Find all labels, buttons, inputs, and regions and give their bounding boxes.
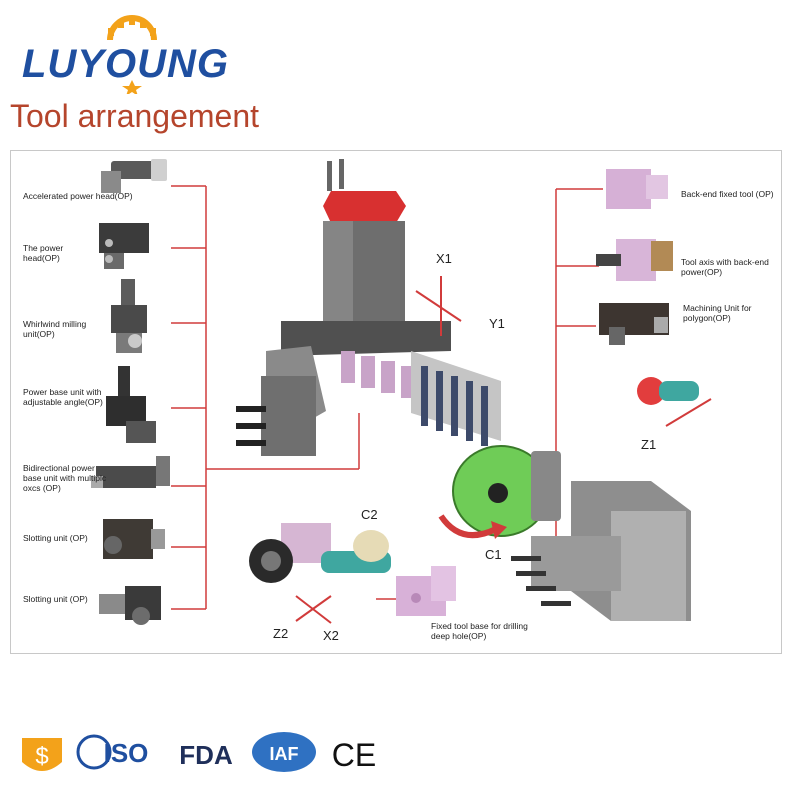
machine-illustration (91, 159, 712, 625)
main-spindle-assembly (236, 159, 451, 456)
dollar-shield-icon: $ (22, 738, 62, 771)
axis-label-z2: Z2 (273, 626, 289, 641)
label-fixed-tool-base-deep-hole: Fixed tool base for drilling deep hole(O… (431, 621, 528, 641)
axis-label-x1: X1 (436, 251, 452, 266)
left-tool-thumbnails (91, 159, 170, 625)
axis-arrows (295, 276, 712, 624)
certification-logos: $ ISO FDA IAF CE (18, 730, 378, 780)
label-power-base-unit: Power base unit with adjustable angle(OP… (23, 387, 103, 407)
label-bidirectional-power-base: Bidirectional power base unit with multi… (23, 463, 107, 493)
certification-icons: $ ISO FDA IAF CE (22, 732, 376, 773)
c1-rotation-arrow (438, 514, 498, 539)
ce-icon: CE (332, 737, 376, 773)
axis-label-c1: C1 (485, 547, 502, 562)
axis-label-c2: C2 (361, 507, 378, 522)
axis-label-x2: X2 (323, 628, 339, 643)
label-slotting-unit-1: Slotting unit (OP) (23, 533, 88, 543)
lower-sub-assembly (249, 523, 391, 583)
label-tool-axis-back-end-power: Tool axis with back-end power(OP) (681, 257, 769, 277)
svg-text:ISO: ISO (104, 738, 149, 768)
tool-arrangement-diagram: Accelerated power head(OP) The power hea… (10, 150, 782, 654)
main-chuck (452, 445, 561, 537)
axis-label-y1: Y1 (489, 316, 505, 331)
label-accelerated-power-head: Accelerated power head(OP) (23, 191, 133, 201)
label-back-end-fixed-tool: Back-end fixed tool (OP) (681, 189, 774, 199)
label-whirlwind-milling-unit: Whirlwind milling unit(OP) (23, 319, 87, 339)
axis-label-z1: Z1 (641, 437, 657, 452)
deep-hole-tool-base (396, 566, 456, 616)
gang-tool-block (411, 351, 501, 446)
iso-icon: ISO (76, 734, 149, 770)
left-leader-lines (171, 185, 360, 610)
fda-icon: FDA (179, 740, 233, 770)
brand-logo: LUYOUNG (14, 14, 244, 94)
logo-text: LUYOUNG (22, 42, 229, 86)
right-tool-thumbnails (596, 169, 699, 405)
label-slotting-unit-2: Slotting unit (OP) (23, 594, 88, 604)
page-title: Tool arrangement (10, 98, 260, 134)
svg-text:$: $ (35, 743, 48, 770)
gear-icon (107, 15, 157, 94)
iaf-icon: IAF (252, 732, 316, 772)
sub-spindle-block (511, 481, 691, 621)
label-machining-unit-polygon: Machining Unit for polygon(OP) (683, 303, 752, 323)
label-power-head: The power head(OP) (23, 243, 64, 263)
svg-text:IAF: IAF (270, 744, 299, 764)
